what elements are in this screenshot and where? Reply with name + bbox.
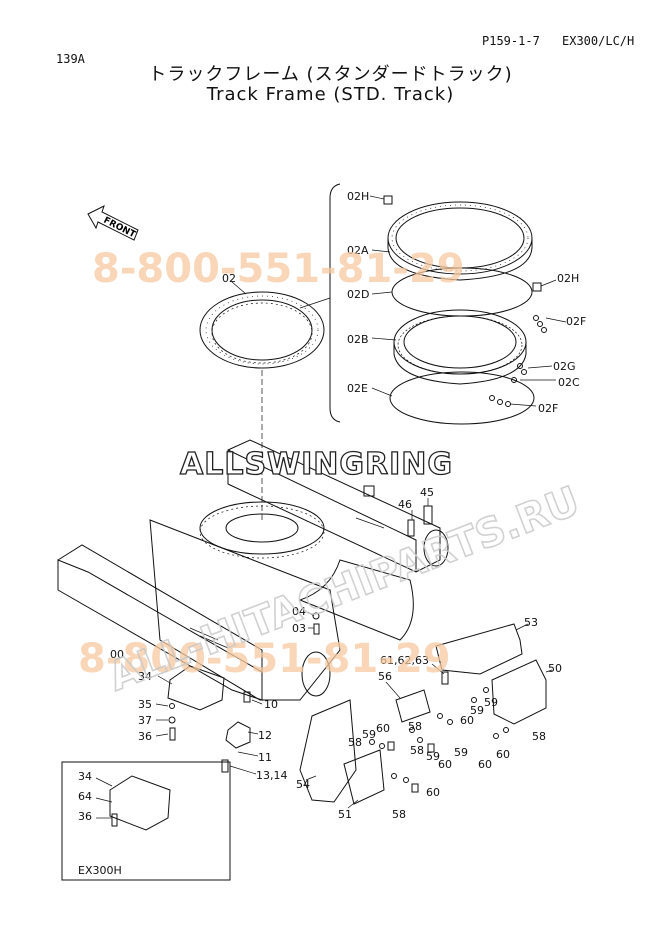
- front-label: FRONT: [102, 216, 138, 241]
- label-59-a: 59: [470, 704, 484, 717]
- balls-02F-top: [533, 315, 567, 333]
- bracket-leader: [299, 297, 331, 309]
- label-10: 10: [264, 698, 278, 711]
- bolt-13-14: [221, 759, 229, 773]
- label-12: 12: [258, 729, 272, 742]
- model-code: EX300/LC/H: [562, 34, 635, 48]
- label-60-c: 60: [478, 758, 492, 771]
- plate-51: [343, 749, 385, 805]
- label-60-f: 60: [426, 786, 440, 799]
- ring-02B: [393, 309, 527, 385]
- part-labels: 02 02H 02A 02D 02H 02F 02B 02G 02C 02E 0…: [78, 190, 586, 877]
- label-inset-36: 36: [78, 810, 92, 823]
- page-code: 139A: [56, 52, 85, 66]
- label-60-a: 60: [460, 714, 474, 727]
- label-02A: 02A: [347, 244, 369, 257]
- label-37: 37: [138, 714, 152, 727]
- label-58-a: 58: [532, 730, 546, 743]
- bolt-03: [313, 623, 320, 635]
- watermark-brand: ALLSWINGRING: [180, 447, 453, 482]
- label-13-14: 13,14: [256, 769, 288, 782]
- label-60-e: 60: [376, 722, 390, 735]
- title-english: Track Frame (STD. Track): [206, 84, 455, 105]
- label-58-d: 58: [348, 736, 362, 749]
- washer-37: [168, 716, 176, 724]
- label-34: 34: [138, 670, 152, 683]
- label-02C: 02C: [558, 376, 580, 389]
- label-02G: 02G: [553, 360, 576, 373]
- plug-02H-top: [369, 195, 393, 205]
- seal-02E: [389, 371, 535, 425]
- label-03: 03: [292, 622, 306, 635]
- guard-53: [435, 623, 523, 675]
- balls-02F-bottom: [489, 395, 537, 407]
- bolt-10: [243, 691, 251, 703]
- label-02F-bottom: 02F: [538, 402, 558, 415]
- track-frame-00: [57, 439, 449, 701]
- bolt-46: [407, 519, 415, 537]
- label-35: 35: [138, 698, 152, 711]
- label-00: 00: [110, 648, 124, 661]
- label-36: 36: [138, 730, 152, 743]
- label-02H-right: 02H: [557, 272, 579, 285]
- label-inset-34: 34: [78, 770, 92, 783]
- label-53: 53: [524, 616, 538, 629]
- label-02E: 02E: [347, 382, 368, 395]
- label-61-62-63: 61,62,63: [380, 654, 429, 667]
- label-59-c: 59: [454, 746, 468, 759]
- label-inset-64: 64: [78, 790, 92, 803]
- label-60-b: 60: [496, 748, 510, 761]
- bolt-set-center: [369, 687, 509, 793]
- label-02F-top: 02F: [566, 315, 586, 328]
- guide-34: [157, 665, 225, 711]
- guard-50: [491, 659, 547, 725]
- guard-54: [299, 699, 357, 803]
- label-59-e: 59: [362, 728, 376, 741]
- ring-02: [199, 291, 325, 369]
- label-45: 45: [420, 486, 434, 499]
- plate-12: [225, 721, 251, 749]
- washer-35: [169, 703, 175, 709]
- title-japanese: トラックフレーム (スタンダードトラック): [148, 64, 513, 85]
- label-02B: 02B: [347, 333, 369, 346]
- label-60-d: 60: [438, 758, 452, 771]
- group-bracket: [329, 183, 341, 423]
- label-59-b: 59: [484, 696, 498, 709]
- bolt-04: [312, 612, 320, 620]
- plug-02H-right: [532, 279, 557, 292]
- label-02H-top: 02H: [347, 190, 369, 203]
- label-51: 51: [338, 808, 352, 821]
- inset-ex300h: [61, 761, 231, 881]
- label-58-c: 58: [410, 744, 424, 757]
- bolt-36: [169, 727, 176, 741]
- label-56: 56: [378, 670, 392, 683]
- label-11: 11: [258, 751, 272, 764]
- label-59-d: 59: [426, 750, 440, 763]
- balls-02G-02C: [511, 363, 556, 383]
- label-04: 04: [292, 605, 306, 618]
- label-58-b: 58: [408, 720, 422, 733]
- label-02: 02: [222, 272, 236, 285]
- label-54: 54: [296, 778, 310, 791]
- watermark-phone-bottom: 8-800-551-81-29: [78, 636, 451, 682]
- label-46: 46: [398, 498, 412, 511]
- label-58-e: 58: [392, 808, 406, 821]
- watermark-phone-top: 8-800-551-81-29: [92, 246, 465, 292]
- page-ref: P159-1-7: [482, 34, 540, 48]
- bolt-61-63: [441, 671, 449, 685]
- label-02D: 02D: [347, 288, 369, 301]
- plate-56: [395, 689, 431, 723]
- label-inset-model: EX300H: [78, 864, 122, 877]
- front-arrow-icon: FRONT: [87, 205, 139, 241]
- label-50: 50: [548, 662, 562, 675]
